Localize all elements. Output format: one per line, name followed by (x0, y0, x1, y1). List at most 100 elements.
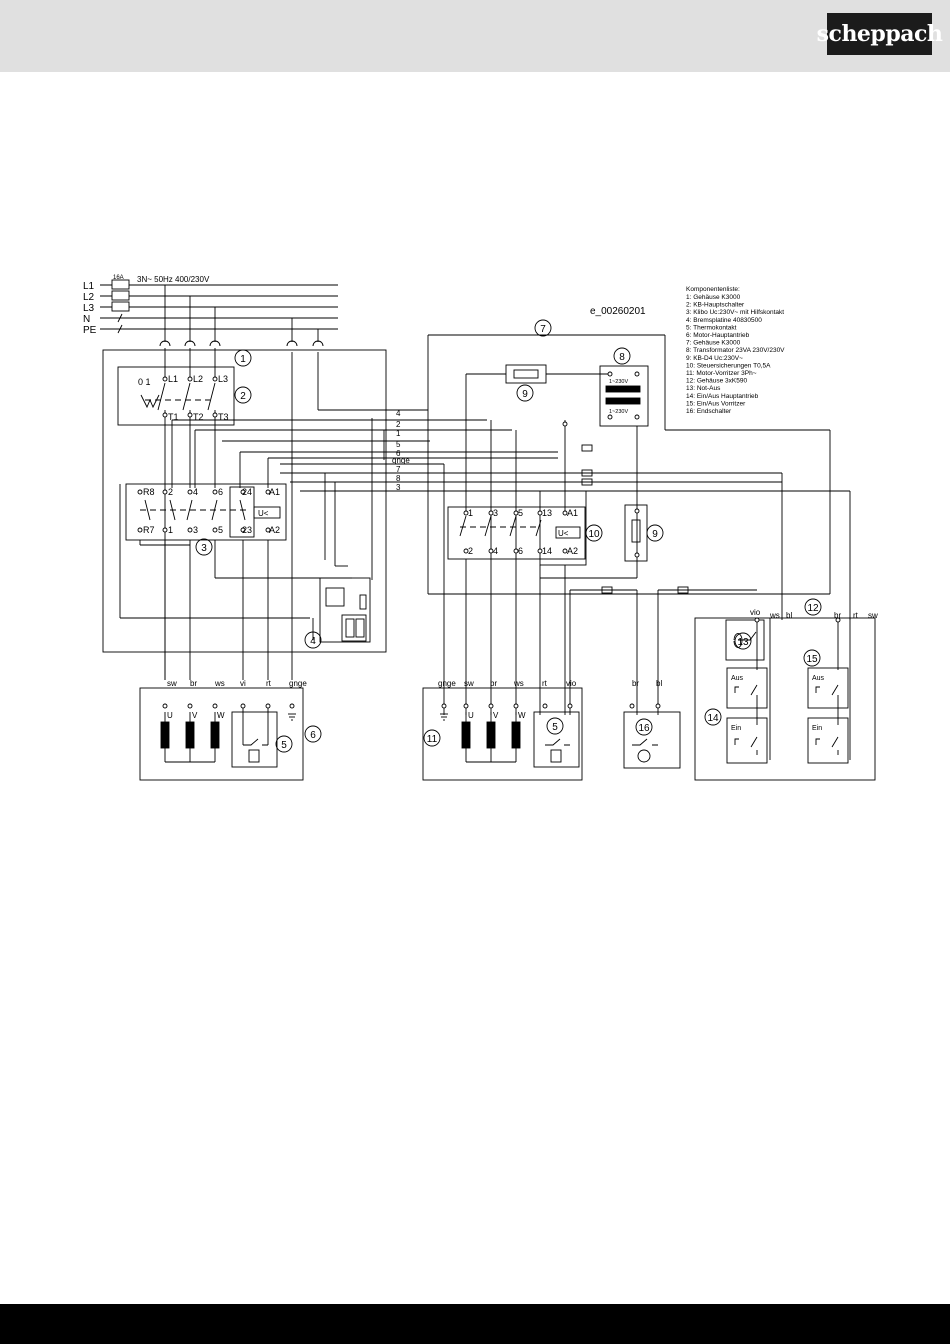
bus-wire-6: 6 (396, 449, 401, 458)
component-list-item: 2: KB-Hauptschalter (686, 302, 745, 309)
k3-5: 5 (218, 525, 223, 535)
m11-wire-gnge: gnge (438, 679, 456, 688)
component-number-5b: 5 (552, 722, 558, 733)
mains-L1: L1 (83, 281, 95, 292)
bus-wire-3: 3 (396, 483, 401, 492)
k10-coil: U< (558, 529, 569, 538)
k3-2: 2 (168, 487, 173, 497)
k10-4: 4 (493, 546, 498, 556)
bus-wire-4: 4 (396, 409, 401, 418)
m11-phase-V: V (493, 711, 499, 720)
k10-5: 5 (518, 508, 523, 518)
fuse-rating: 16A (113, 275, 124, 281)
k3-A2: A2 (269, 525, 280, 535)
component-list-item: 16: Endschalter (686, 408, 732, 415)
component-number-8: 8 (619, 352, 625, 363)
trafo-secondary: 1~230V (609, 409, 628, 415)
component-number-13: 13 (737, 637, 749, 648)
bus-wire-1: 1 (396, 429, 401, 438)
sw2-T3: T3 (218, 412, 229, 422)
footer-bar (0, 1304, 950, 1344)
sw2-L3: L3 (218, 374, 228, 384)
k10-A2: A2 (567, 546, 578, 556)
trafo-primary: 1~230V (609, 379, 628, 385)
component-list-item: 9: KB-D4 Uc:230V~ (686, 355, 743, 362)
component-number-3: 3 (201, 543, 207, 554)
component-number-12: 12 (807, 603, 819, 614)
s16-wire-br: br (632, 679, 639, 688)
k10-6: 6 (518, 546, 523, 556)
m6-phase-V: V (192, 711, 198, 720)
doc-id: e_00260201 (590, 306, 646, 317)
m6-phase-W: W (217, 711, 225, 720)
component-number-15: 15 (806, 654, 818, 665)
component-number-16: 16 (638, 723, 650, 734)
component-list-item: 14: Ein/Aus Hauptantrieb (686, 393, 759, 400)
component-number-2: 2 (240, 391, 246, 402)
m6-phase-U: U (167, 711, 173, 720)
component-list-item: 10: Steuersicherungen T0,5A (686, 362, 771, 369)
k10-3: 3 (493, 508, 498, 518)
bus-wire-5: 5 (396, 440, 401, 449)
k10-14: 14 (542, 546, 552, 556)
header-bar (0, 0, 950, 72)
k10-1: 1 (468, 508, 473, 518)
component-list-item: 13: Not-Aus (686, 385, 721, 392)
component-number-1: 1 (240, 354, 246, 365)
supply-spec: 3N~ 50Hz 400/230V (137, 275, 210, 284)
k3-23: 23 (242, 525, 252, 535)
k3-3: 3 (193, 525, 198, 535)
mains-PE: PE (83, 325, 97, 336)
k3-coil: U< (258, 509, 269, 518)
k3-1: 1 (168, 525, 173, 535)
ein-label-14: Ein (731, 725, 741, 732)
b12-wire-ws: ws (769, 611, 780, 620)
component-number-9b: 9 (652, 529, 658, 540)
mains-L2: L2 (83, 292, 95, 303)
component-number-5: 5 (281, 740, 287, 751)
component-number-10: 10 (588, 529, 600, 540)
component-number-6: 6 (310, 730, 316, 741)
m6-wire-sw: sw (167, 679, 177, 688)
component-list-item: 7: Gehäuse K3000 (686, 340, 741, 347)
component-list-item: 12: Gehäuse 3xK590 (686, 378, 747, 385)
aus-label-14: Aus (731, 675, 744, 682)
bus-wire-8: 8 (396, 474, 401, 483)
s16-wire-bl: bl (656, 679, 662, 688)
k3-4: 4 (193, 487, 198, 497)
m6-wire-vi: vi (240, 679, 246, 688)
aus-label-15: Aus (812, 675, 825, 682)
component-list-item: 15: Ein/Aus Vorritzer (686, 400, 746, 407)
m11-wire-br: br (490, 679, 497, 688)
sw2-L1: L1 (168, 374, 178, 384)
bus-wire-gnge: gnge (392, 456, 410, 465)
m11-wire-sw: sw (464, 679, 474, 688)
component-number-11: 11 (427, 734, 438, 745)
sw2-L2: L2 (193, 374, 203, 384)
sw2-T1: T1 (168, 412, 179, 422)
bus-wire-7: 7 (396, 465, 401, 474)
k3-R7: R7 (143, 525, 155, 535)
component-number-7: 7 (540, 324, 546, 335)
component-list-item: 5: Thermokontakt (686, 324, 737, 331)
component-number-9: 9 (522, 389, 528, 400)
k3-24: 24 (242, 487, 252, 497)
k10-A1: A1 (567, 508, 578, 518)
ein-label-15: Ein (812, 725, 822, 732)
b12-wire-vio: vio (750, 608, 761, 617)
m11-wire-vio: vio (566, 679, 577, 688)
k3-R8: R8 (143, 487, 155, 497)
b12-wire-sw: sw (868, 611, 878, 620)
b12-wire-rt: rt (853, 611, 859, 620)
mains-N: N (83, 314, 90, 325)
component-list-item: 11: Motor-Vorritzer 3Ph~ (686, 370, 757, 377)
component-list-item: 8: Transformator 23VA 230V/230V (686, 347, 785, 354)
m11-wire-rt: rt (542, 679, 548, 688)
component-list-item: 4: Bremsplatine 40830500 (686, 317, 762, 324)
k10-2: 2 (468, 546, 473, 556)
m11-phase-W: W (518, 711, 526, 720)
b12-wire-bl: bl (786, 611, 792, 620)
k3-6: 6 (218, 487, 223, 497)
m6-wire-rt: rt (266, 679, 272, 688)
